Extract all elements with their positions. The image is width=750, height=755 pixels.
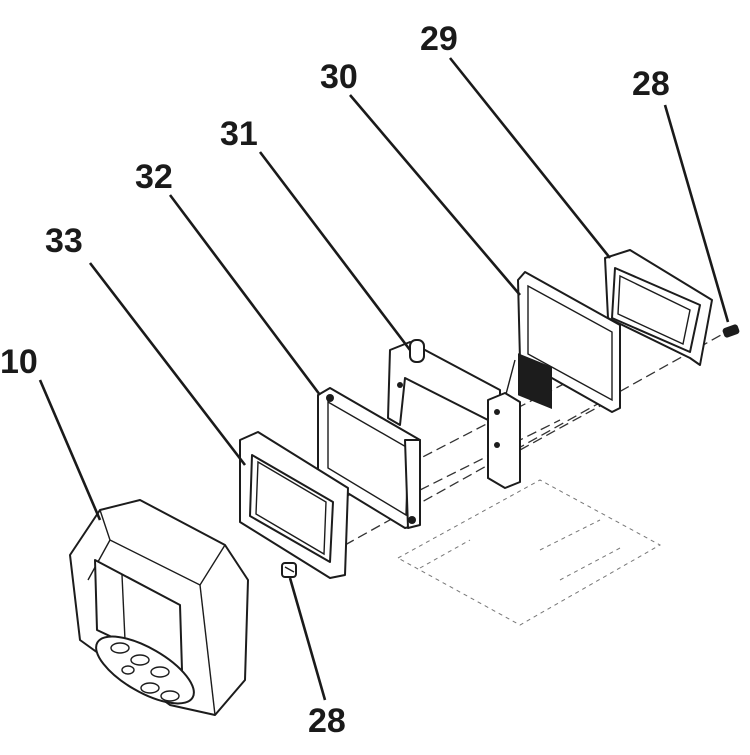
part-33-front-frame (239, 431, 349, 579)
gasket-sheet (396, 479, 662, 626)
callout-31: 31 (220, 115, 258, 153)
part-29-bezel (604, 249, 713, 366)
callout-28-front: 28 (308, 702, 346, 740)
callout-10: 10 (0, 343, 38, 381)
screw-rear (722, 324, 740, 338)
callout-32: 32 (135, 158, 173, 196)
callout-29: 29 (420, 20, 458, 58)
part-31-bracket (387, 339, 521, 489)
part-10-front-housing (69, 499, 249, 716)
callout-28-rear: 28 (632, 65, 670, 103)
callout-33: 33 (45, 222, 83, 260)
callout-30: 30 (320, 58, 358, 96)
screw-front (281, 562, 297, 578)
part-30-circuit-board (504, 271, 621, 413)
leader-lines (38, 57, 730, 701)
